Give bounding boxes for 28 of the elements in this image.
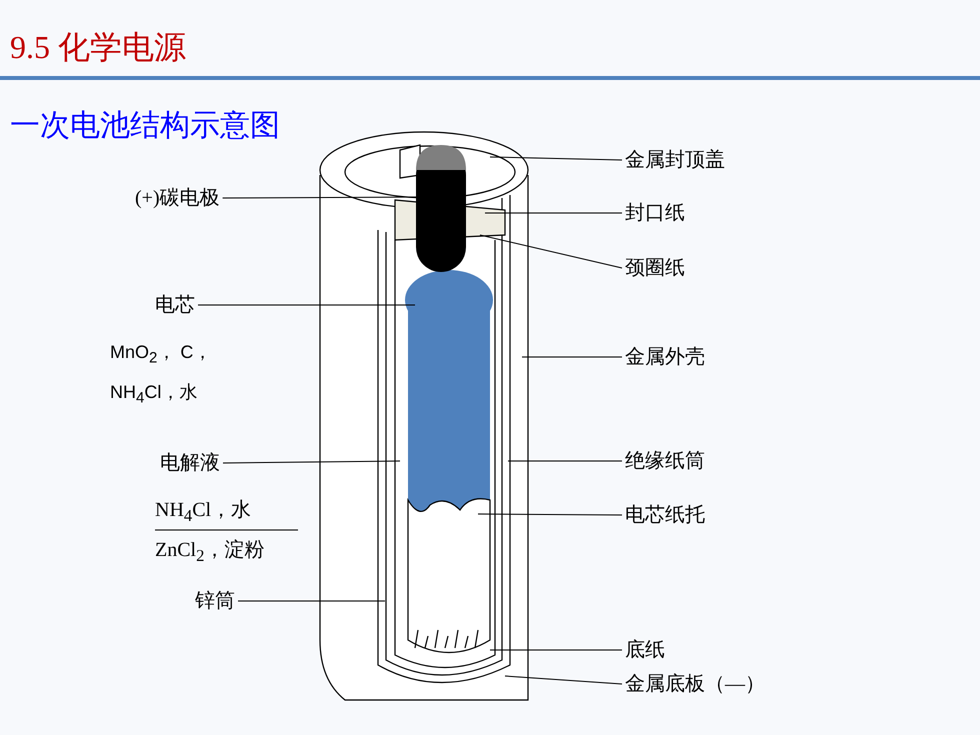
part-label: 电芯 bbox=[155, 293, 195, 317]
part-label: (+)碳电极 bbox=[135, 186, 220, 210]
part-label: 锌筒 bbox=[195, 589, 235, 613]
leader-line bbox=[522, 356, 622, 358]
part-label: 绝缘纸筒 bbox=[625, 449, 705, 473]
part-label: 金属底板（—） bbox=[625, 672, 765, 696]
part-label: 颈圈纸 bbox=[625, 256, 685, 280]
formula-text: ZnCl$_{2}$，淀粉 bbox=[155, 538, 264, 566]
part-label: 金属外壳 bbox=[625, 345, 705, 369]
formula-text: MnO$_{2}$， C， bbox=[110, 342, 212, 368]
part-label: 底纸 bbox=[625, 638, 665, 662]
leader-line bbox=[238, 600, 386, 602]
leader-line bbox=[508, 460, 622, 462]
leader-line bbox=[480, 234, 622, 268]
subtitle: 一次电池结构示意图 bbox=[10, 108, 280, 144]
leader-line bbox=[484, 212, 622, 214]
part-label: 电芯纸托 bbox=[625, 503, 705, 527]
part-label: 电解液 bbox=[160, 451, 220, 475]
leader-line bbox=[504, 676, 622, 684]
part-label: 金属封顶盖 bbox=[625, 148, 725, 172]
formula-text: NH$_{4}$Cl，水 bbox=[155, 498, 252, 526]
leader-line bbox=[478, 514, 622, 516]
part-label: 封口纸 bbox=[625, 201, 685, 225]
formula-text: NH$_{4}$Cl，水 bbox=[110, 382, 198, 408]
slide-title: 9.5 化学电源 bbox=[10, 28, 186, 66]
leader-line bbox=[490, 156, 622, 160]
leader-line bbox=[198, 304, 416, 306]
leader-line bbox=[222, 460, 400, 464]
